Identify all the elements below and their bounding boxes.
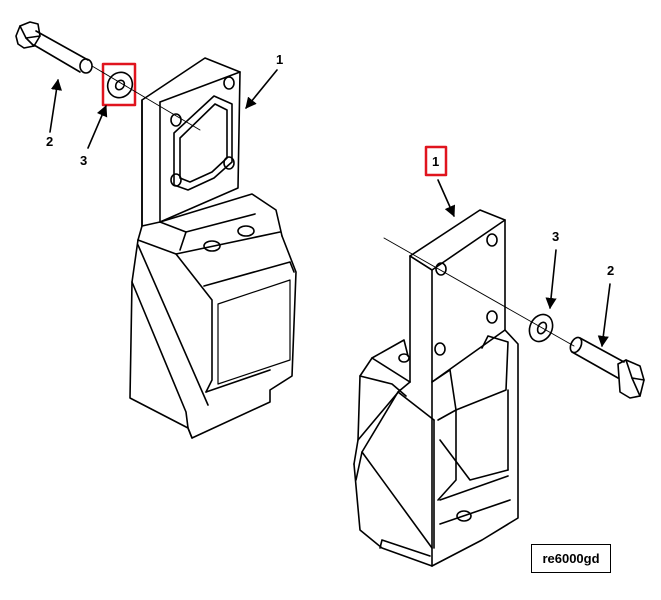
left-washer-leader (87, 104, 108, 149)
left-center-line (91, 65, 201, 131)
right-center-line (383, 237, 575, 347)
left-bracket-callout: 1 (276, 52, 283, 67)
left-bolt-leader (49, 78, 63, 133)
right-bracket-callout-highlight (424, 145, 448, 177)
right-bolt-callout: 2 (607, 263, 614, 278)
left-washer (106, 71, 134, 99)
right-bracket (353, 209, 519, 567)
right-bolt-leader (597, 283, 611, 348)
right-bracket-callout: 1 (432, 154, 439, 169)
drawing-code-label: re6000gd (531, 544, 611, 573)
left-bolt (15, 21, 93, 74)
left-washer-highlight (101, 62, 137, 107)
left-bolt-callout: 2 (46, 134, 53, 149)
left-washer-callout: 3 (80, 153, 87, 168)
right-washer (528, 313, 554, 343)
right-washer-leader (545, 249, 557, 310)
left-bracket-leader (245, 69, 278, 109)
right-washer-callout: 3 (552, 229, 559, 244)
right-bracket-leader (437, 179, 456, 218)
left-bracket (129, 57, 297, 439)
right-bolt (569, 336, 645, 399)
